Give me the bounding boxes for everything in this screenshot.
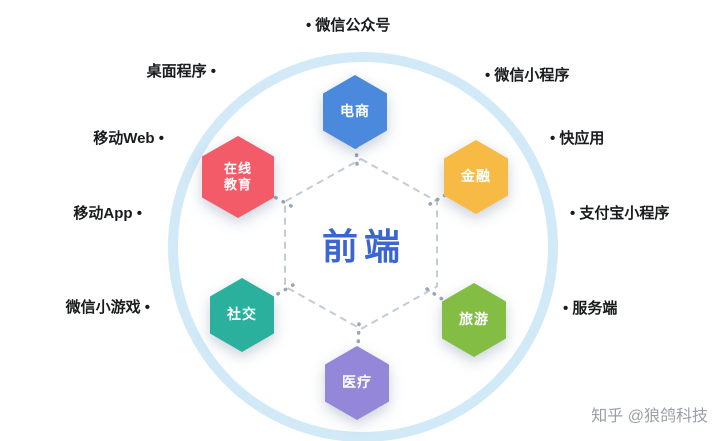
node-ecommerce: 电商 — [323, 75, 387, 149]
node-finance-hexagon: 金融 — [444, 140, 508, 214]
label-wechat-mini-program: • 微信小程序 — [485, 67, 570, 84]
node-label: 金融 — [461, 168, 491, 185]
node-medical-hexagon: 医疗 — [325, 346, 389, 420]
label-alipay-mini-program: • 支付宝小程序 — [570, 205, 670, 222]
node-social-hexagon: 社交 — [210, 278, 274, 352]
center-title: 前端 — [321, 226, 407, 267]
node-label: 电商 — [340, 103, 370, 120]
label-mobile-app: 移动App • — [73, 205, 142, 222]
label-wechat-official-account: • 微信公众号 — [306, 17, 391, 34]
label-desktop-program: 桌面程序 • — [146, 63, 216, 80]
node-travel-hexagon: 旅游 — [442, 283, 506, 357]
node-online-education: 在线教育 — [202, 136, 274, 218]
label-server-side: • 服务端 — [563, 300, 618, 317]
node-label: 社交 — [227, 306, 257, 323]
label-mobile-web: 移动Web • — [93, 130, 164, 147]
label-quick-app: • 快应用 — [550, 130, 605, 147]
node-medical: 医疗 — [325, 346, 389, 420]
node-travel: 旅游 — [442, 283, 506, 357]
center-dashed-hexagon — [284, 157, 438, 331]
node-label: 旅游 — [459, 311, 489, 328]
node-social: 社交 — [210, 278, 274, 352]
zhihu-watermark: 知乎 @狼鸽科技 — [591, 408, 708, 425]
node-label: 在线教育 — [223, 160, 252, 192]
label-wechat-mini-game: 微信小游戏 • — [65, 299, 150, 316]
node-online-education-hexagon: 在线教育 — [202, 136, 274, 218]
node-label: 医疗 — [342, 374, 372, 391]
connector-dots-bottom-left — [269, 283, 295, 300]
node-finance: 金融 — [444, 140, 508, 214]
node-ecommerce-hexagon: 电商 — [323, 75, 387, 149]
